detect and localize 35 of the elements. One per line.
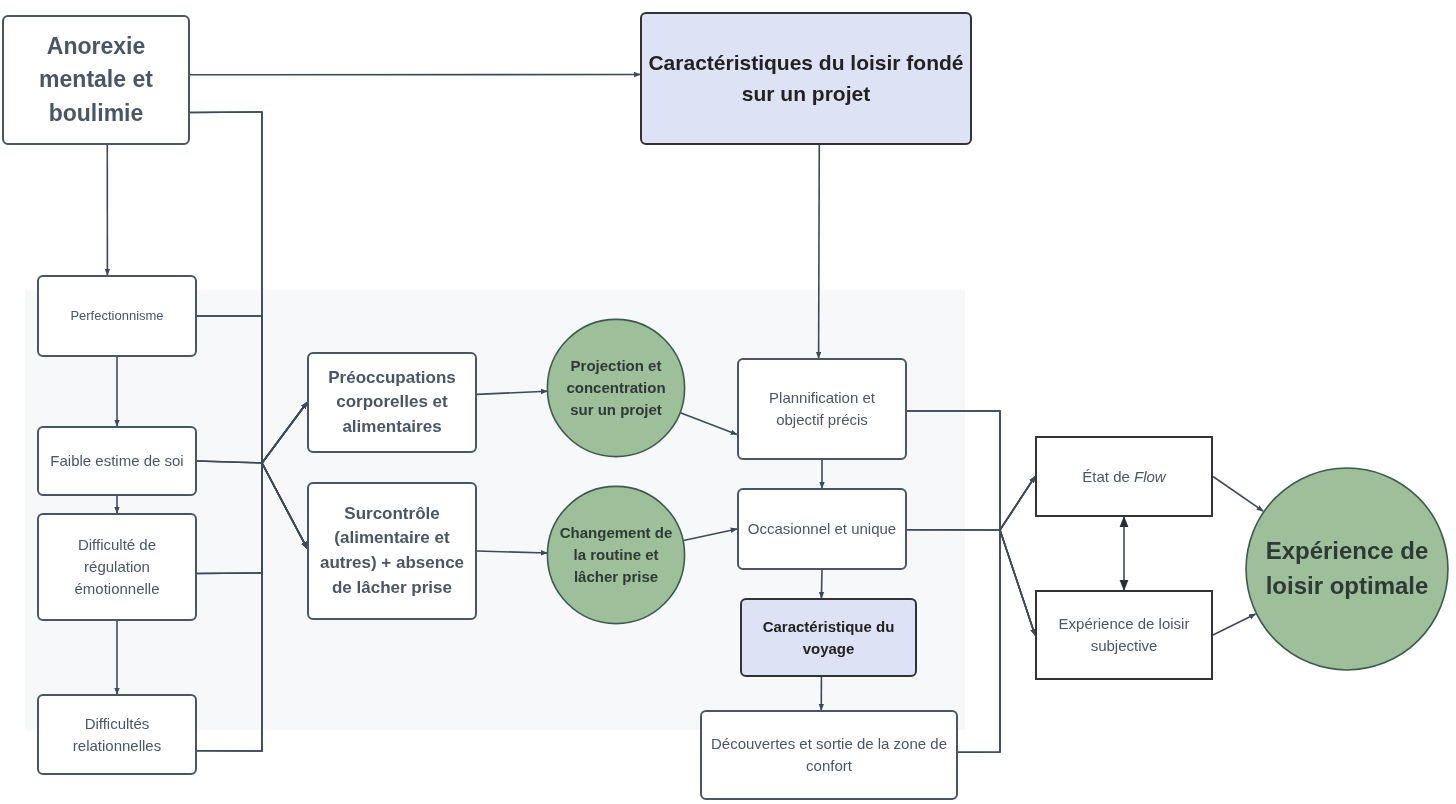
process-box: Difficultés relationnelles [37,694,197,775]
process-box: État de Flow [1035,436,1213,517]
arrow [114,620,120,695]
arrow [819,459,825,489]
process-box: Caractéristiques du loisir fondé sur un projet [640,12,972,145]
arrow [476,550,548,556]
process-box: Découvertes et sortie de la zone de confort [700,710,958,800]
arrow [114,356,120,427]
process-box: Occasionnel et unique [737,488,907,570]
process-box: Perfectionnisme [37,275,197,357]
arrow [815,144,822,359]
arrow [114,495,120,514]
process-box: Difficulté de régulation émotionnelle [37,513,197,621]
process-box: Surcontrôle (alimentaire et autres) + absence de lâcher prise [307,482,477,620]
process-box: Anorexie mentale et boulimie [2,15,190,145]
arrow [1212,475,1264,512]
arrow [1119,515,1129,592]
arrow [189,71,641,78]
arrow [818,569,825,599]
arrow [679,411,738,436]
circle-node: Projection et concentration sur un projet [546,318,686,458]
process-box: Caractéristique du voyage [740,598,917,677]
circle-node: Changement de la routine et lâcher prise [546,485,686,625]
arrow [682,527,738,542]
arrow [196,462,308,752]
process-box: Faible estime de soi [37,426,197,496]
arrow [476,388,548,396]
arrow [957,529,1036,754]
arrow [1212,613,1257,636]
process-box: Préoccupations corporelles et alimentaires [307,352,477,453]
arrow [818,676,825,711]
process-box: Plannification et objectif précis [737,358,907,460]
arrow [104,144,111,276]
process-box: Expérience de loisir subjective [1035,590,1213,680]
circle-node: Expérience de loisir optimale [1244,466,1450,672]
